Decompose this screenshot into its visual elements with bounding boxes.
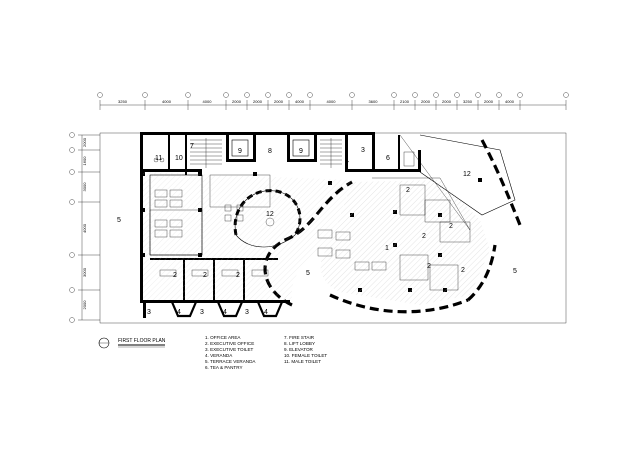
title-block: FIRST FLOOR PLAN [98,337,166,349]
dimension-label: 3250 [118,99,128,104]
grid-bubble [69,287,75,293]
grid-bubble [69,147,75,153]
grid-bubble [391,92,397,98]
room-label: 4 [264,309,268,316]
dimension-label: 3000 [82,267,87,277]
room-label: 2 [422,233,426,240]
grid-bubble [223,92,229,98]
legend-item: 1. OFFICE AREA [205,335,241,340]
room-label: 12 [266,211,274,218]
grid-bubble [69,199,75,205]
grid-bubble [517,92,523,98]
dimension-label: 4000 [505,99,515,104]
plan-title: FIRST FLOOR PLAN [118,338,166,344]
grid-bubble [454,92,460,98]
legend-item: 10. FEMALE TOILET [284,353,327,358]
dimension-label: 2000 [82,137,87,147]
room-label: 3 [147,309,151,316]
room-label: 2 [461,267,465,274]
grid-bubble [69,132,75,138]
legend-item: 6. TEA & PANTRY [205,365,243,370]
grid-bubble [307,92,313,98]
room-label: 5 [306,270,310,277]
grid-bubble [69,252,75,258]
room-label: 10 [175,155,183,162]
legend-item: 4. VERANDA [205,353,233,358]
grid-bubble [475,92,481,98]
room-label: 12 [463,171,471,178]
room-label: 2 [406,187,410,194]
room-label: 1 [385,245,389,252]
dimension-label: 2000 [421,99,431,104]
dimension-label: 4000 [82,223,87,233]
dimension-label: 4000 [327,99,337,104]
dimension-label: 3600 [369,99,379,104]
grid-bubble [142,92,148,98]
legend-item: 8. LIFT LOBBY [284,341,315,346]
room-label: 5 [513,268,517,275]
verandas [143,300,284,318]
dimension-label: 3250 [463,99,473,104]
room-label: 3 [361,147,365,154]
dimension-label: 2100 [400,99,410,104]
room-label: 11 [155,155,162,162]
left-dimension-chain: 2000 1600 3000 4000 3000 2000 [69,132,100,323]
room-label: 7 [345,161,349,168]
dimension-label: 1600 [82,156,87,166]
grid-bubble [97,92,103,98]
grid-bubble [244,92,250,98]
room-labels: 11 10 7 9 8 9 7 3 6 5 12 12 1 2 2 2 2 2 … [117,143,517,316]
right-office-partitions [317,184,471,291]
column [253,172,257,176]
legend-item: 3. EXECUTIVE TOILET [205,347,254,352]
office-floor-hatch [143,172,490,305]
room-label: 5 [117,217,121,224]
dimension-label: 4000 [295,99,305,104]
dimension-label: 2000 [253,99,263,104]
column [478,178,482,182]
legend-item: 11. MALE TOILET [284,359,321,364]
legend: 1. OFFICE AREA 2. EXECUTIVE OFFICE 3. EX… [205,335,327,370]
room-label: 2 [236,272,240,279]
dimension-label: 4000 [203,99,213,104]
room-label: 3 [200,309,204,316]
room-label: 4 [177,309,181,316]
grid-bubble [433,92,439,98]
top-dimension-chain: 3250 4000 4000 2000 2000 2000 4000 4000 3600 2100… [97,92,569,110]
dimension-label: 2000 [484,99,494,104]
grid-bubble [69,317,75,323]
grid-bubble [563,92,569,98]
room-label: 2 [173,272,177,279]
room-label: 9 [299,148,303,155]
service-core [140,132,421,175]
grid-bubble [496,92,502,98]
dimension-label: 2000 [82,300,87,310]
dimension-label: 3000 [82,182,87,192]
room-label: 2 [449,223,453,230]
room-label: 6 [386,155,390,162]
room-label: 9 [238,148,242,155]
legend-item: 2. EXECUTIVE OFFICE [205,341,254,346]
room-label: 7 [190,143,194,150]
room-label: 2 [203,272,207,279]
grid-bubble [349,92,355,98]
grid-bubble [412,92,418,98]
grid-bubble [185,92,191,98]
room-label: 2 [427,263,431,270]
dimension-label: 2000 [232,99,242,104]
legend-item: 7. FIRE STAIR [284,335,315,340]
room-label: 8 [268,148,272,155]
grid-bubble [286,92,292,98]
room-label: 3 [245,309,249,316]
grid-bubble [69,169,75,175]
grid-bubble [265,92,271,98]
legend-item: 9. ELEVATOR [284,347,314,352]
legend-item: 5. TERRACE VERANDA [205,359,256,364]
column [198,172,202,176]
dimension-label: 4000 [162,99,172,104]
dimension-label: 2000 [442,99,452,104]
dimension-label: 2000 [274,99,284,104]
room-label: 4 [223,309,227,316]
